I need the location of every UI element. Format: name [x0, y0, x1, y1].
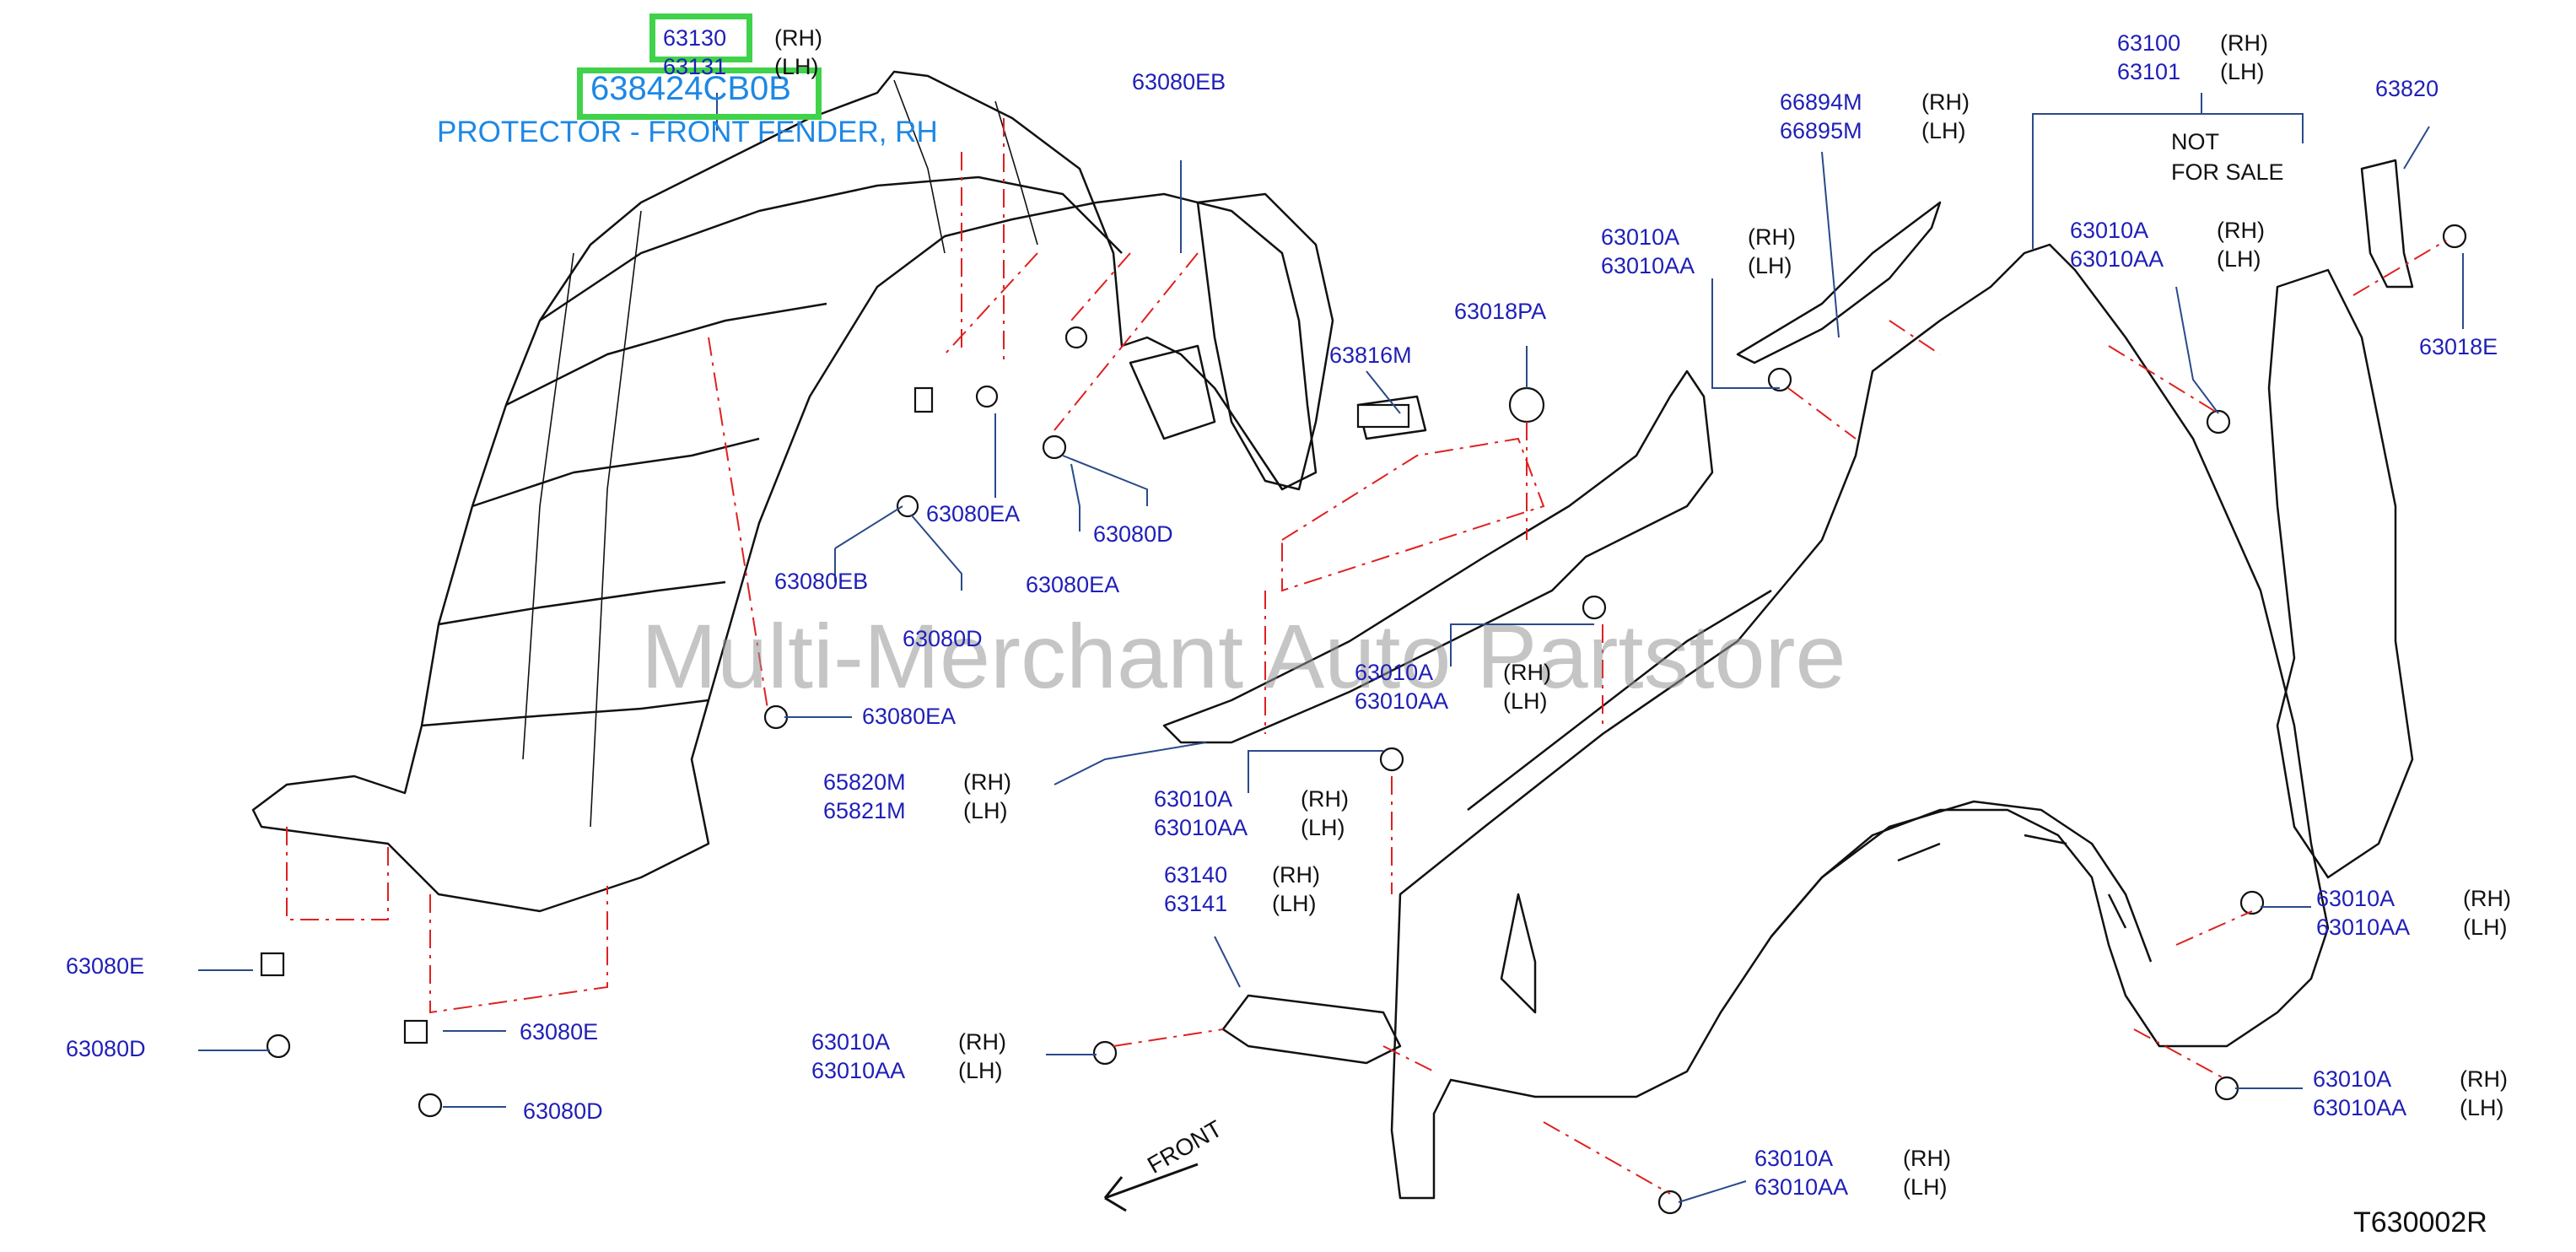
side-rh: (RH) [2220, 30, 2268, 56]
not-for-sale-line: NOT [2171, 129, 2219, 154]
side-rh: (RH) [1272, 862, 1320, 888]
side-rh: (RH) [2460, 1066, 2508, 1092]
side-lh: (LH) [1921, 118, 1966, 143]
side-rh: (RH) [1301, 786, 1349, 812]
part-label-lh[interactable]: 66895M [1780, 118, 1862, 143]
part-label[interactable]: 63018E [2419, 334, 2498, 359]
side-rh: (RH) [1903, 1146, 1951, 1171]
side-lh: (LH) [774, 54, 819, 79]
highlight-box-63130 [649, 13, 752, 62]
part-label[interactable]: 63080D [66, 1036, 146, 1061]
diagram-code: T630002R [2353, 1206, 2487, 1239]
part-label-rh[interactable]: 63010A [1355, 660, 1434, 685]
not-for-sale-line: FOR SALE [2171, 159, 2284, 185]
highlight-box-part-number [577, 67, 822, 120]
part-label[interactable]: 63080E [520, 1019, 599, 1044]
fender-illustration [1390, 243, 2330, 1200]
fender-protector-illustration [251, 70, 1318, 913]
part-label[interactable]: 63080D [523, 1098, 603, 1124]
part-label[interactable]: 63080E [66, 953, 145, 979]
part-label-rh[interactable]: 63010A [811, 1029, 891, 1055]
side-lh: (LH) [1903, 1174, 1948, 1200]
part-label-lh[interactable]: 63010AA [1754, 1174, 1849, 1200]
part-label-lh[interactable]: 63010AA [2316, 915, 2411, 940]
side-rh: (RH) [2217, 218, 2265, 243]
side-lh: (LH) [963, 798, 1008, 823]
part-label[interactable]: 63816M [1329, 343, 1412, 368]
highlighted-part-number[interactable]: 638424CB0B [590, 70, 791, 107]
side-lh: (LH) [2463, 915, 2508, 940]
highlighted-part-name: PROTECTOR - FRONT FENDER, RH [437, 116, 938, 148]
side-lh: (LH) [2220, 59, 2265, 84]
side-lh: (LH) [2217, 246, 2261, 272]
part-label-rh[interactable]: 63010A [2313, 1066, 2392, 1092]
side-lh: (LH) [1503, 688, 1548, 714]
part-label[interactable]: 63080EA [926, 501, 1021, 526]
side-rh: (RH) [963, 769, 1011, 795]
part-label-rh[interactable]: 63010A [1754, 1146, 1834, 1171]
side-rh: (RH) [774, 25, 822, 51]
side-lh: (LH) [2460, 1095, 2504, 1120]
part-label[interactable]: 63080EA [1026, 572, 1120, 597]
side-lh: (LH) [1272, 891, 1317, 916]
side-rh: (RH) [1503, 660, 1551, 685]
side-rh: (RH) [1921, 89, 1970, 115]
part-label-rh[interactable]: 63100 [2117, 30, 2181, 56]
part-label-rh[interactable]: 63010A [2070, 218, 2149, 243]
part-label-rh[interactable]: 65820M [823, 769, 906, 795]
side-rh: (RH) [2463, 886, 2511, 911]
part-label-rh[interactable]: 63130 [663, 25, 727, 51]
part-label-lh[interactable]: 63010AA [811, 1058, 906, 1083]
side-rh: (RH) [1748, 224, 1796, 250]
part-label-rh[interactable]: 66894M [1780, 89, 1862, 115]
side-rh: (RH) [958, 1029, 1006, 1055]
side-lh: (LH) [1301, 815, 1345, 840]
part-label[interactable]: 63080EB [1132, 69, 1226, 94]
fastener-icons [260, 224, 2467, 1215]
part-label-rh[interactable]: 63140 [1164, 862, 1228, 888]
part-label-lh[interactable]: 63010AA [2313, 1095, 2407, 1120]
part-label-lh[interactable]: 63131 [663, 54, 727, 79]
part-label-lh[interactable]: 63010AA [2070, 246, 2164, 272]
part-label[interactable]: 63080EA [862, 704, 957, 729]
part-label-lh[interactable]: 63010AA [1154, 815, 1248, 840]
part-label-lh[interactable]: 63141 [1164, 891, 1228, 916]
part-label-lh[interactable]: 63010AA [1601, 253, 1695, 278]
part-label-rh[interactable]: 63010A [1154, 786, 1233, 812]
part-label[interactable]: 63080D [903, 626, 983, 651]
part-label[interactable]: 63018PA [1454, 299, 1547, 324]
side-lh: (LH) [958, 1058, 1003, 1083]
part-label-lh[interactable]: 63101 [2117, 59, 2181, 84]
part-label[interactable]: 63080D [1093, 521, 1173, 547]
part-label[interactable]: 63080EB [774, 569, 869, 594]
side-lh: (LH) [1748, 253, 1792, 278]
part-label-lh[interactable]: 65821M [823, 798, 906, 823]
part-label-lh[interactable]: 63010AA [1355, 688, 1449, 714]
part-label[interactable]: 63820 [2375, 76, 2439, 101]
part-label-rh[interactable]: 63010A [2316, 886, 2395, 911]
part-label-rh[interactable]: 63010A [1601, 224, 1680, 250]
